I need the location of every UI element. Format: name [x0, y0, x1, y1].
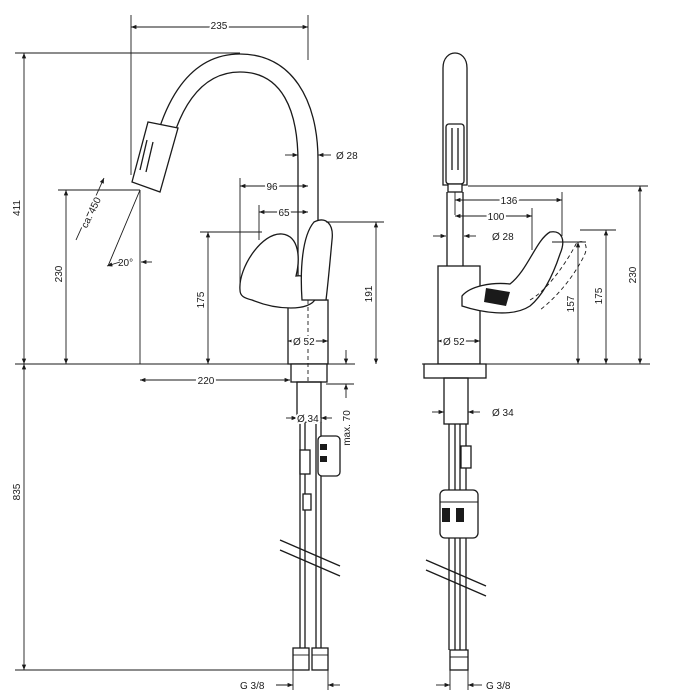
- dim-side-handle-reach-100: 100: [488, 212, 505, 223]
- faucet-base: [290, 363, 328, 383]
- dim-side-spout-diameter: Ø 28: [492, 232, 514, 243]
- handle-alt-position: [529, 241, 587, 311]
- spray-head-slot: [139, 139, 148, 171]
- side-faucet-base: [423, 363, 487, 379]
- side-connector: [449, 649, 469, 671]
- front-view: 235 Ø 28 96 65 411 230 ca. 450 20°: [10, 15, 384, 692]
- dim-spout-diameter: Ø 28: [336, 151, 358, 162]
- connector-right: [311, 647, 329, 671]
- dim-connection-thread: G 3/8: [240, 681, 265, 692]
- spout-inner: [165, 71, 299, 305]
- dim-handle-height-175: 175: [196, 291, 207, 308]
- dim-handle-reach-96: 96: [266, 182, 278, 193]
- side-view: 136 100 Ø 28 230 157 175 Ø 52 Ø 34: [422, 52, 650, 692]
- hose-fitting: [299, 449, 311, 475]
- dim-handle-height-191: 191: [364, 285, 375, 302]
- side-faucet-body: [437, 265, 481, 365]
- dim-max-counter-thickness: max. 70: [342, 410, 353, 446]
- dim-outlet-reach: 220: [198, 376, 215, 387]
- dim-side-total-height: 230: [628, 266, 639, 283]
- dim-total-height: 411: [12, 200, 23, 216]
- dim-side-handle-height-175: 175: [594, 287, 605, 304]
- dim-outlet-height: 230: [54, 265, 65, 282]
- dim-side-handle-height-157: 157: [566, 295, 577, 312]
- dim-spout-reach: 235: [211, 21, 228, 32]
- dim-pullout-length: ca. 450: [80, 195, 104, 230]
- dim-side-base-diameter: Ø 52: [443, 337, 465, 348]
- dim-swivel-angle: 20°: [118, 258, 133, 269]
- pullout-spray-head: [131, 121, 179, 193]
- side-spray-head: [445, 123, 465, 185]
- dim-side-shank-diameter: Ø 34: [492, 408, 514, 419]
- dim-side-handle-reach-136: 136: [501, 196, 518, 207]
- lever-handle-rear: [300, 219, 333, 301]
- dim-handle-reach-65: 65: [278, 208, 290, 219]
- side-break-mark: [425, 559, 487, 587]
- dim-side-connection-thread: G 3/8: [486, 681, 511, 692]
- connector-left: [292, 647, 310, 671]
- spout-outer: [149, 53, 319, 305]
- side-shank: [443, 377, 469, 425]
- break-mark: [279, 539, 341, 567]
- dim-hose-length: 835: [12, 483, 23, 500]
- dim-shank-diameter: Ø 34: [297, 414, 319, 425]
- shank: [296, 381, 322, 423]
- dim-base-diameter: Ø 52: [293, 337, 315, 348]
